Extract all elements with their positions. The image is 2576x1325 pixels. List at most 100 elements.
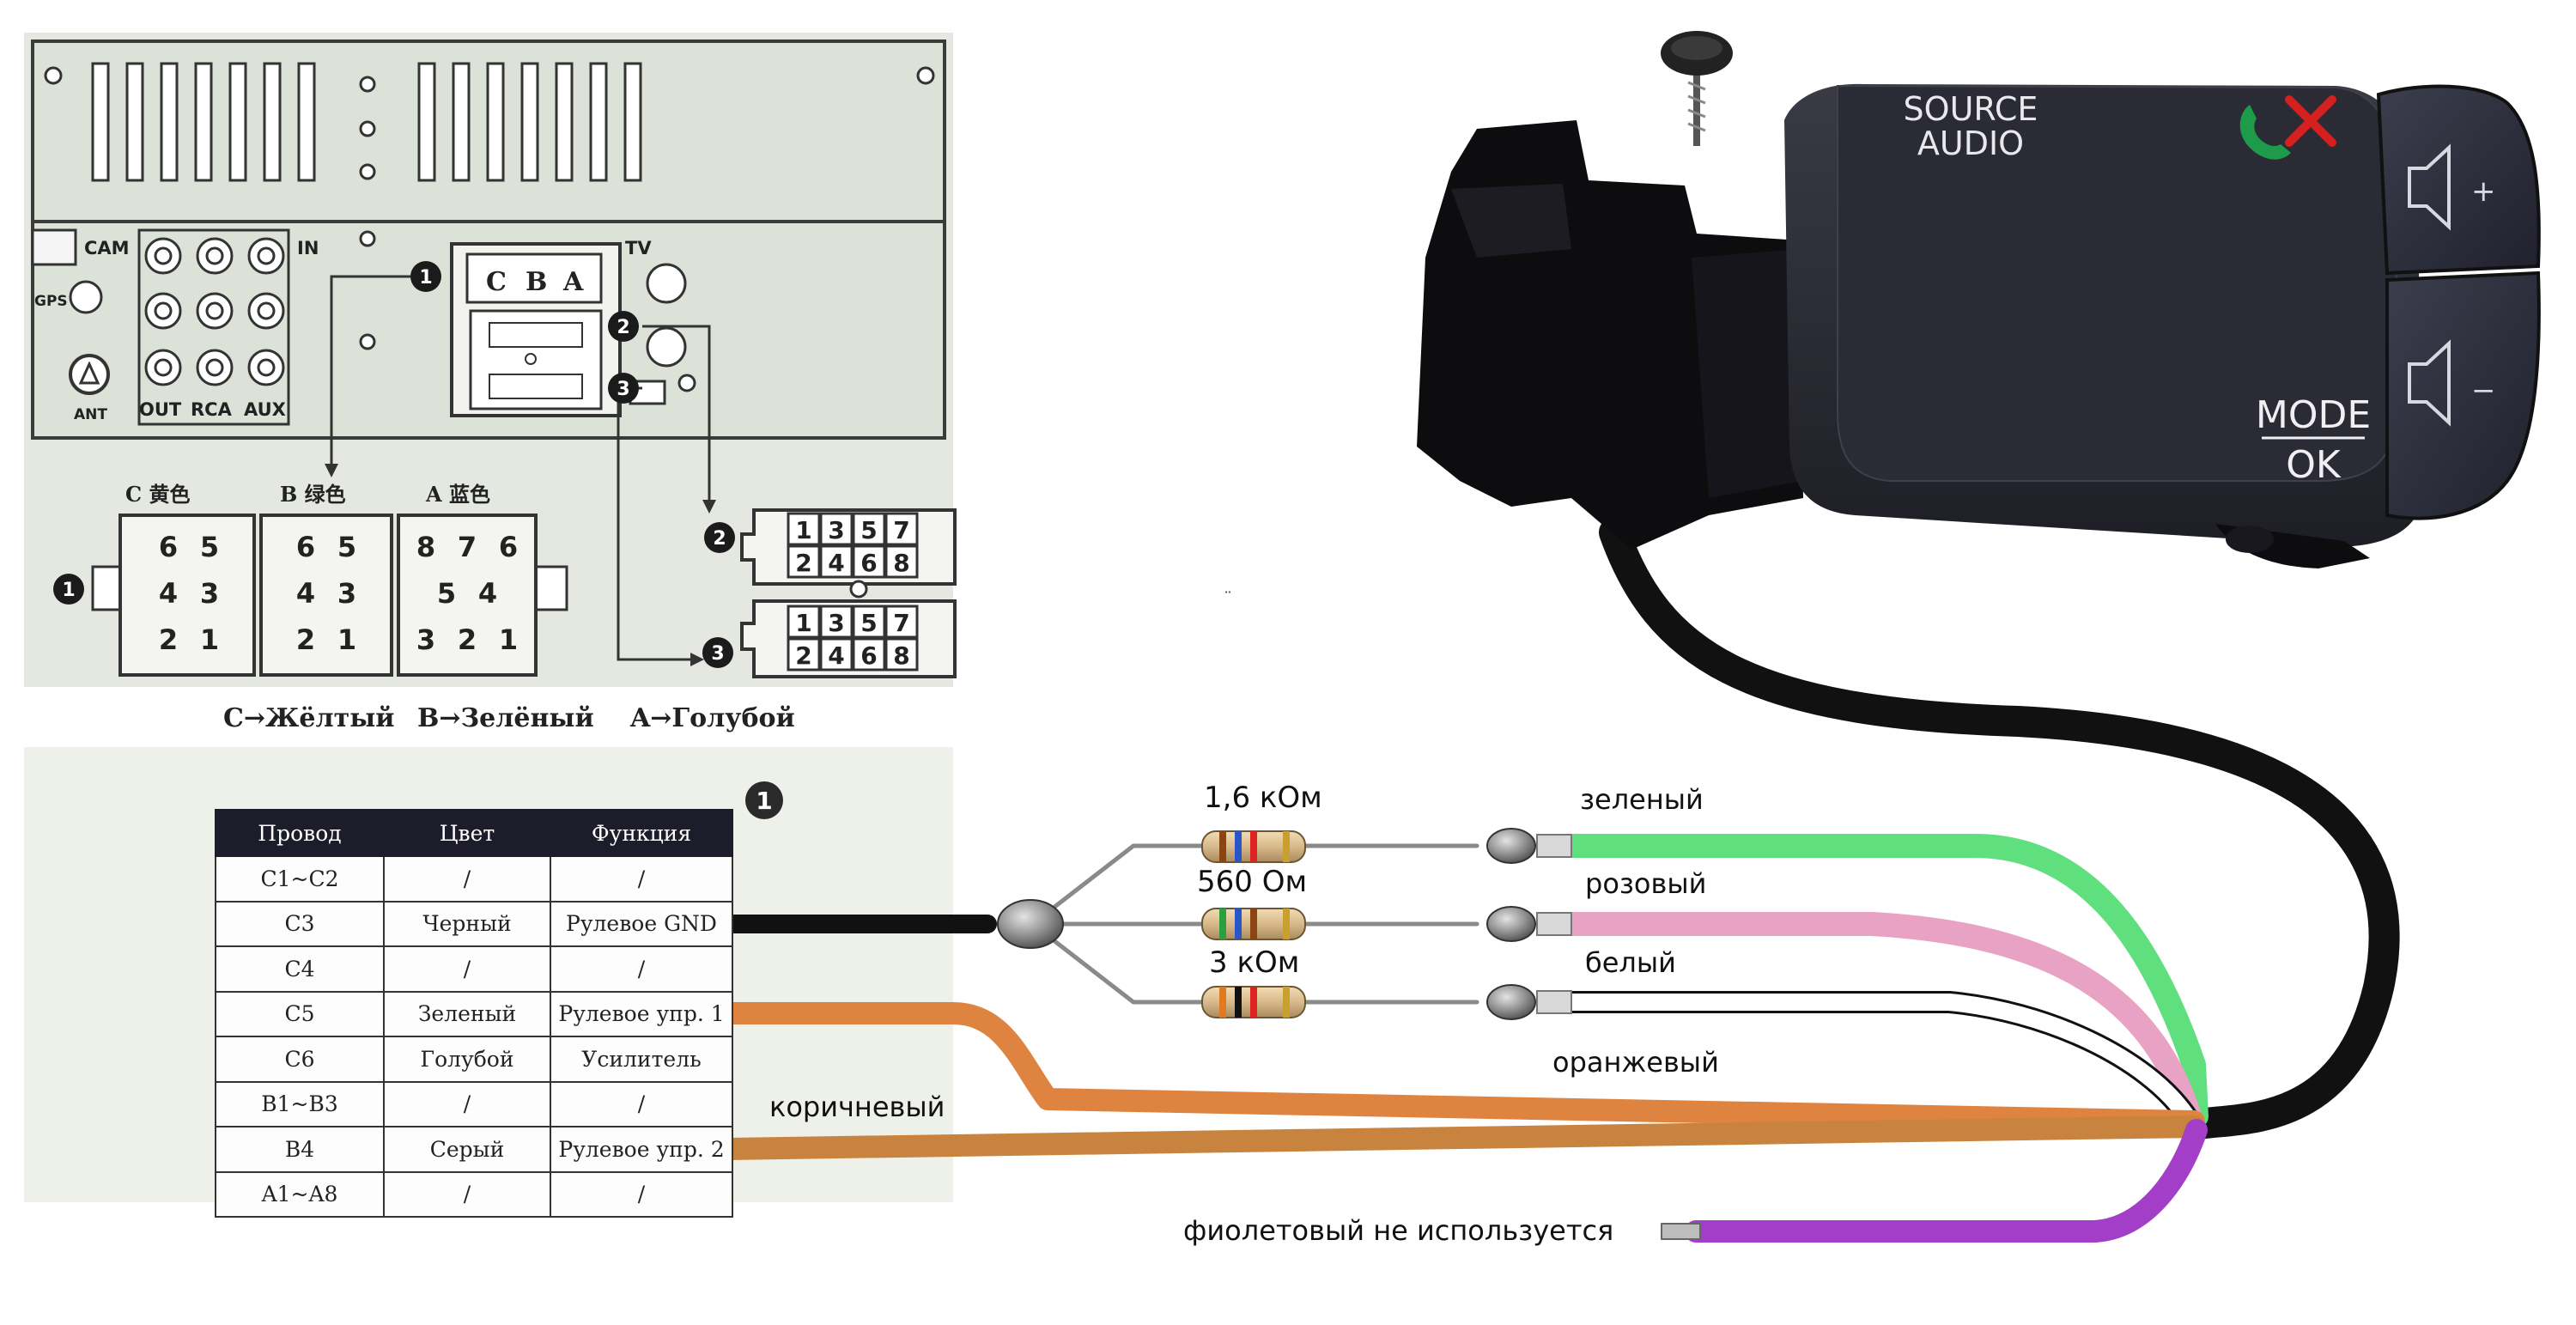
cell-color: / — [383, 1080, 551, 1127]
speaker-icon — [2408, 339, 2451, 427]
cell-wire: B4 — [215, 1126, 385, 1173]
resistor-560-label: 560 Ом — [1197, 865, 1307, 899]
svg-text:4: 4 — [159, 577, 178, 610]
svg-text:1: 1 — [337, 623, 356, 656]
source-label: SOURCE — [1904, 90, 2038, 128]
svg-text:7: 7 — [893, 609, 909, 637]
screw-icon — [44, 66, 63, 85]
table-row: C4 / / — [215, 945, 733, 993]
cell-color: / — [383, 1170, 551, 1218]
orange-wire — [717, 1002, 2205, 1133]
violet-wire — [1685, 1119, 2208, 1243]
svg-text:2: 2 — [458, 623, 477, 656]
volume-down-label: − — [2471, 374, 2496, 408]
svg-text:2: 2 — [159, 623, 178, 656]
block-b-label: B 绿色 — [280, 482, 346, 507]
violet-wire-label: фиолетовый не используется — [1183, 1214, 1613, 1247]
cell-color: Зеленый — [383, 990, 551, 1037]
volume-up-button[interactable]: + — [2376, 84, 2541, 276]
svg-text:1: 1 — [419, 267, 432, 289]
housing-a-label: A — [562, 267, 584, 297]
svg-text:1: 1 — [200, 623, 219, 656]
cell-wire: B1~B3 — [215, 1080, 385, 1127]
svg-text:4: 4 — [478, 577, 497, 610]
iso-connector-3: 3 1 3 5 7 2 4 6 8 — [702, 599, 957, 678]
legend-a: A→Голубой — [629, 703, 795, 733]
white-wire — [1563, 994, 2196, 1127]
table-row: B1~B3 / / — [215, 1080, 733, 1127]
marker-1-top: 1 — [410, 261, 441, 292]
cam-label: CAM — [84, 238, 130, 258]
tv-label: TV — [625, 238, 652, 258]
cell-function: Рулевое упр. 1 — [550, 990, 733, 1037]
table-row: C5 Зеленый Рулевое упр. 1 — [215, 990, 733, 1037]
table-marker — [745, 781, 783, 819]
cell-function: / — [550, 945, 733, 993]
svg-text:6: 6 — [499, 531, 518, 563]
svg-text:8: 8 — [893, 641, 909, 670]
svg-text:6: 6 — [860, 641, 877, 670]
svg-text:5: 5 — [337, 531, 356, 563]
legend-c: C→Жёлтый — [223, 703, 395, 733]
cell-color: Голубой — [383, 1036, 551, 1083]
block-b-pins: 6 5 4 3 2 1 — [296, 531, 356, 656]
cell-function: Усилитель — [550, 1036, 733, 1083]
wire-harness — [717, 517, 2400, 1243]
block-a-label: A 蓝色 — [425, 482, 490, 507]
table-row: C1~C2 / / — [215, 855, 733, 903]
in-label: IN — [297, 238, 319, 258]
black-cable — [1599, 517, 2400, 1140]
iso-connector-housing: C B A — [450, 242, 622, 417]
marker-3-top: 3 — [608, 373, 639, 404]
cell-color: Серый — [383, 1126, 551, 1173]
table-header-row: Провод Цвет Функция — [215, 809, 733, 857]
svg-text:4: 4 — [828, 641, 844, 670]
pink-wire-label: розовый — [1585, 867, 1706, 900]
steering-remote: SOURCE AUDIO MODE OK + − — [1417, 31, 2541, 568]
svg-text:1: 1 — [795, 609, 811, 637]
cell-wire: C5 — [215, 990, 385, 1037]
connector-blocks — [91, 514, 568, 677]
block-a-pins: 8 7 6 5 4 3 2 1 — [416, 531, 518, 656]
svg-text:3: 3 — [416, 623, 435, 656]
block-c-pins: 6 5 4 3 2 1 — [159, 531, 219, 656]
svg-text:2: 2 — [713, 528, 726, 550]
svg-text:1: 1 — [795, 516, 811, 544]
svg-text:1: 1 — [756, 787, 772, 815]
resistor-3k — [1201, 986, 1306, 1018]
table-row: C3 Черный Рулевое GND — [215, 900, 733, 947]
ant-label: ANT — [74, 406, 107, 423]
table-row: B4 Серый Рулевое упр. 2 — [215, 1126, 733, 1173]
out-label: OUT — [139, 399, 182, 420]
legend-b: B→Зелёный — [417, 703, 594, 733]
volume-up-label: + — [2471, 174, 2496, 209]
vent-left — [91, 62, 316, 182]
svg-text:8: 8 — [416, 531, 435, 563]
header-wire: Провод — [215, 809, 385, 857]
screw-icon — [1661, 31, 1733, 146]
table-row: C6 Голубой Усилитель — [215, 1036, 733, 1083]
cam-port — [31, 228, 77, 266]
svg-text:1: 1 — [62, 580, 75, 601]
header-function: Функция — [550, 809, 733, 857]
resistor-3k-label: 3 кОм — [1209, 945, 1299, 980]
iso-connector-2: 2 1 3 5 7 2 4 6 8 — [704, 508, 957, 586]
brown-wire — [717, 1115, 2205, 1160]
green-wire — [1559, 834, 2208, 1128]
svg-text:6: 6 — [159, 531, 178, 563]
svg-text:3: 3 — [617, 379, 629, 400]
svg-text:5: 5 — [860, 609, 877, 637]
resistor-560 — [1201, 908, 1306, 940]
audio-label: AUDIO — [1917, 125, 2024, 162]
table-row: A1~A8 / / — [215, 1170, 733, 1218]
cell-wire: C3 — [215, 900, 385, 947]
svg-text:5: 5 — [200, 531, 219, 563]
cell-function: Рулевое GND — [550, 900, 733, 947]
svg-text:3: 3 — [337, 577, 356, 610]
white-wire-label: белый — [1585, 946, 1676, 979]
svg-text:1: 1 — [499, 623, 518, 656]
volume-down-button[interactable]: − — [2385, 270, 2541, 520]
green-wire-label: зеленый — [1580, 783, 1704, 816]
svg-text:5: 5 — [860, 516, 877, 544]
phone-reject-icon — [2285, 95, 2336, 147]
